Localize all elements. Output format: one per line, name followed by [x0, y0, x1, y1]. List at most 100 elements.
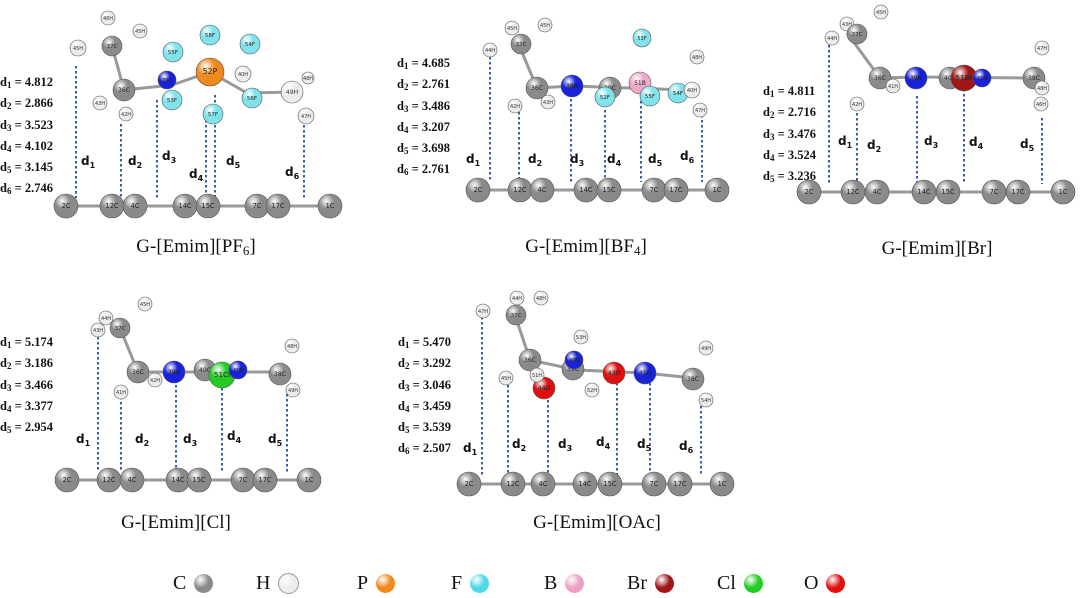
carbon-ball-icon — [194, 574, 214, 593]
atom-c — [1005, 179, 1031, 205]
atom-label: 4C — [873, 188, 882, 196]
distance-label: d1 — [838, 134, 853, 150]
caption-bf4: G-[Emim][BF4] — [525, 236, 647, 258]
distance-entry: d1 = 4.811 — [763, 84, 816, 99]
atom-h — [504, 20, 520, 36]
atom-label: 48H — [692, 55, 702, 61]
atom-label: 48H — [287, 344, 297, 350]
atom-f — [632, 28, 652, 48]
atom-f — [162, 41, 184, 63]
atom-label: 54F — [673, 91, 683, 97]
atom-h — [118, 106, 134, 122]
distance-entry: d2 = 3.186 — [0, 356, 53, 372]
atom-label: 12C — [514, 186, 527, 194]
atom-label: 47H — [1037, 46, 1047, 52]
atom-h — [301, 71, 315, 85]
atom-c — [53, 193, 79, 219]
fluorine-ball-icon — [470, 574, 490, 593]
distance-label: d3 — [558, 437, 572, 453]
atom-label: 15C — [603, 186, 616, 194]
distance-label: d2 — [512, 437, 526, 453]
atom-label: 14C — [580, 186, 593, 194]
atom-h — [573, 329, 589, 345]
atom-label: 15C — [604, 480, 617, 488]
atom-h — [285, 382, 301, 398]
atom-label: 41N — [977, 76, 987, 82]
atom-label: 2C — [63, 476, 72, 484]
atom-label: 38C — [687, 376, 699, 383]
distance-label: d1 — [463, 441, 478, 457]
atom-label: 37C — [511, 313, 522, 319]
atom-label: 15C — [202, 202, 215, 210]
atom-label: 47H — [301, 114, 311, 120]
atom-label: 51Br — [956, 73, 973, 82]
atom-label: 37C — [852, 32, 863, 38]
distance-entry: d1 = 4.812 — [0, 75, 53, 90]
caption-oac: G-[Emim][OAc] — [533, 512, 661, 533]
atom-label: 14C — [579, 480, 592, 488]
atom-h — [824, 30, 840, 46]
atom-h — [498, 370, 514, 386]
atom-label: 42H — [510, 104, 520, 110]
atom-label: 44H — [512, 296, 522, 302]
atom-label: 53H — [576, 335, 586, 341]
atom-h — [698, 392, 714, 408]
atom-h — [885, 78, 901, 94]
distance-label: d1 — [81, 154, 96, 170]
atom-label: 51Cl — [214, 370, 230, 379]
distance-entry: d1 = 4.685 — [397, 56, 450, 71]
atom-f — [241, 87, 263, 109]
atom-n — [560, 74, 584, 98]
atom-label: 4C — [131, 202, 140, 210]
atom-c — [704, 177, 730, 203]
distance-entry: d3 = 3.046 — [398, 377, 451, 393]
distance-label: d5 — [226, 154, 241, 170]
atom-c — [596, 177, 622, 203]
atom-h — [537, 17, 553, 33]
atom-label: 48H — [1037, 86, 1047, 92]
atom-label: 2C — [465, 480, 474, 488]
legend-item-bromine: Br — [627, 572, 674, 595]
atom-f — [239, 33, 261, 55]
atom-f — [199, 24, 221, 46]
atom-h — [147, 372, 163, 388]
atom-label: 12C — [103, 476, 116, 484]
atom-label: 2C — [805, 188, 814, 196]
atom-label: 48H — [303, 76, 313, 82]
atom-c — [317, 193, 343, 219]
distance-label: d4 — [607, 152, 622, 168]
atom-c — [846, 23, 868, 45]
atom-c — [54, 467, 80, 493]
atom-c — [525, 76, 549, 100]
atom-n — [972, 68, 992, 88]
atom-c — [681, 367, 705, 391]
atom-n — [162, 360, 186, 384]
atom-c — [119, 467, 145, 493]
atom-label: 40H — [238, 72, 248, 78]
atom-c — [112, 78, 136, 102]
atom-label: 51H — [532, 373, 542, 379]
atom-label: 57F — [208, 112, 218, 118]
atom-c — [109, 317, 131, 339]
atom-label: 53F — [167, 98, 177, 104]
distance-list-oac: d1 = 5.470 d2 = 3.292 d3 = 3.046 d4 = 3.… — [398, 333, 451, 461]
distance-list-pf6: d1 = 4.812 d2 = 2.866 d3 = 3.523 d4 = 4.… — [0, 73, 53, 201]
atom-label: 52P — [203, 67, 218, 76]
distance-label: d5 — [637, 437, 652, 453]
legend-item-chlorine: Cl — [717, 572, 763, 595]
distance-label: d4 — [596, 435, 611, 451]
atom-label: 36C — [874, 75, 886, 82]
distance-label: d6 — [679, 439, 694, 455]
atom-c — [186, 467, 212, 493]
atom-label: 40N — [569, 358, 579, 364]
atom-h — [507, 98, 523, 114]
atom-label: 38C — [1028, 75, 1040, 82]
atom-label: 42H — [121, 112, 131, 118]
atom-label: 39N — [910, 75, 922, 82]
atom-h — [1033, 96, 1049, 112]
atom-label: 52H — [587, 388, 597, 394]
